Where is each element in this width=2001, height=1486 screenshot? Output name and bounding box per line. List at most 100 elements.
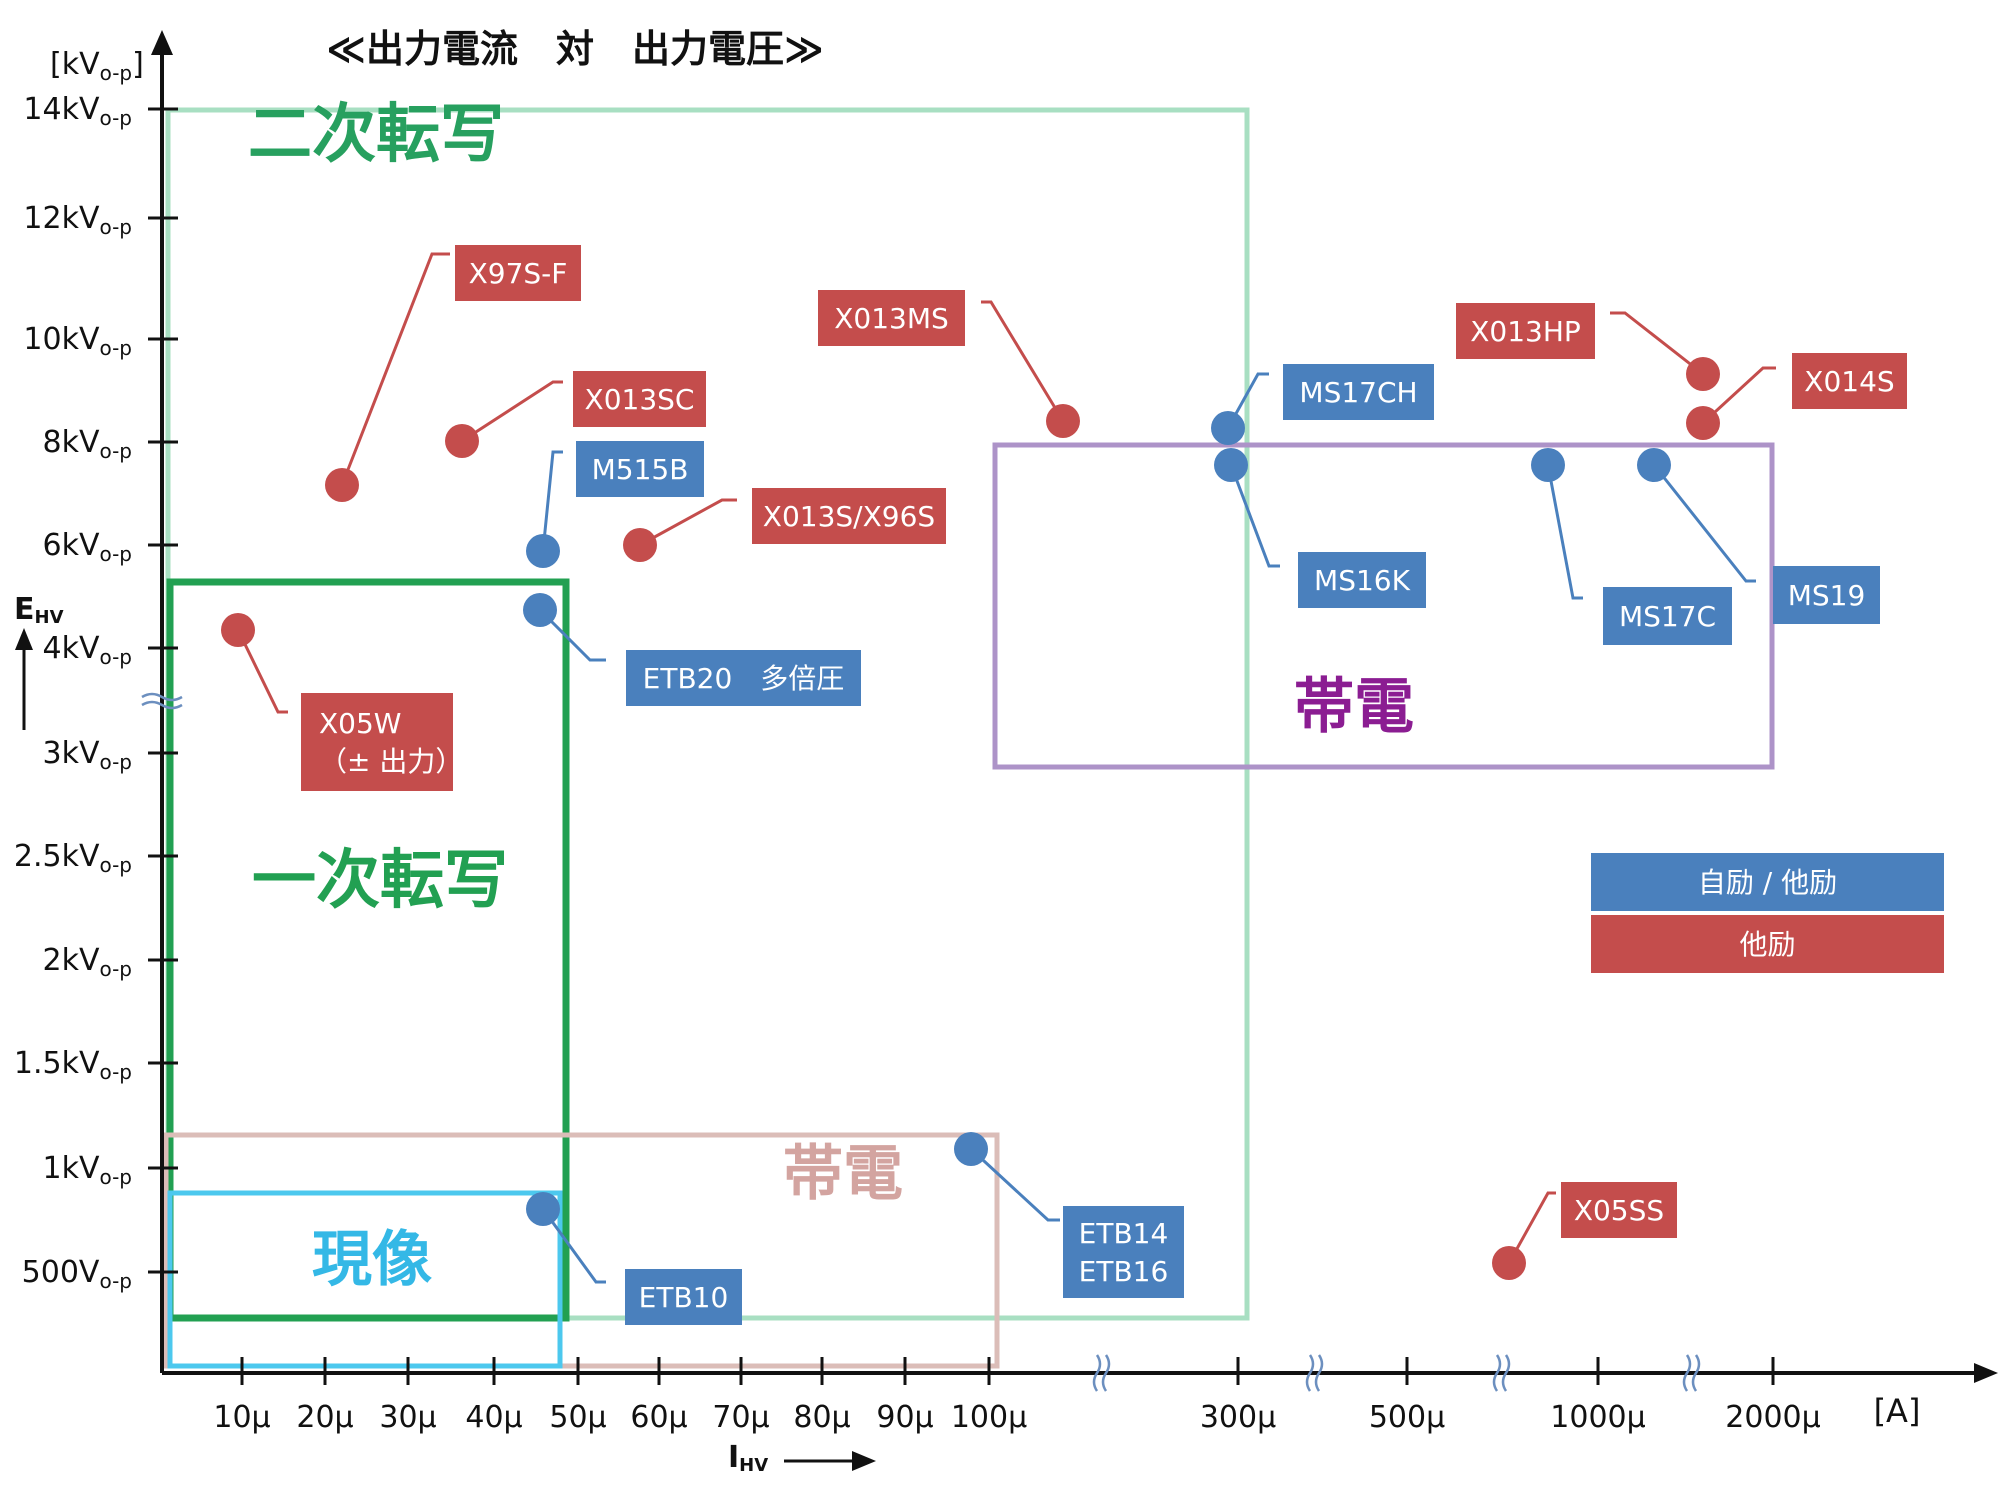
x-tick-label-3: 30μ (379, 1400, 436, 1435)
x-tick-label-9: 90μ (876, 1400, 933, 1435)
region-box-5 (992, 442, 1775, 770)
label-text-x05w-2: （± 出力） (319, 745, 463, 778)
x-break-stroke-b (1691, 1354, 1701, 1392)
x-tick-label-11: 300μ (1200, 1400, 1276, 1435)
y-axis-arrow (151, 30, 173, 55)
label-text-x05w-1: X05W (319, 707, 402, 740)
legend-label-1: 自励 / 他励 (1698, 866, 1837, 899)
y-break-stroke-a (141, 692, 183, 702)
x-break-stroke-a (1682, 1354, 1692, 1392)
x-tick-label-5: 50μ (549, 1400, 606, 1435)
label-text-x014s: X014S (1804, 365, 1894, 398)
leader-ms19 (1652, 464, 1756, 583)
label-text-x013ms: X013MS (834, 302, 949, 335)
leader-m515b (541, 450, 563, 552)
y-tick-label-8: 6kVo-p (42, 528, 132, 566)
x-tick-label-7: 70μ (712, 1400, 769, 1435)
point-etb20 (523, 593, 557, 627)
label-text-x013hp: X013HP (1470, 315, 1581, 348)
label-text-x05ss: X05SS (1574, 1194, 1664, 1227)
leader-x013sc (461, 380, 563, 443)
label-box-x05ss (1561, 1182, 1677, 1238)
x-axis-break-3 (1492, 1354, 1511, 1392)
region-label-1: 二次転写 (248, 98, 504, 172)
x-axis-break-4 (1682, 1354, 1701, 1392)
leader-x97s-f (340, 252, 450, 486)
leader-x013hp (1610, 311, 1704, 376)
point-x97s-f (325, 468, 359, 502)
x-tick-label-4: 40μ (465, 1400, 522, 1435)
region-box-3 (163, 1132, 1000, 1369)
x-break-stroke-b (1101, 1354, 1111, 1392)
label-box-ms19 (1773, 566, 1880, 624)
leader-etb14 (969, 1147, 1060, 1222)
point-etb14 (954, 1132, 988, 1166)
leader-etb10 (541, 1208, 606, 1284)
leaders-layer (236, 252, 1776, 1284)
region-label-2: 一次転写 (252, 844, 508, 918)
point-ms17ch (1211, 411, 1245, 445)
point-m515b (526, 534, 560, 568)
label-text-x013sc: X013SC (585, 383, 695, 416)
x-tick-label-10: 100μ (951, 1400, 1027, 1435)
x-axis-title: IHV (728, 1440, 768, 1476)
y-tick-label-6: 3kVo-p (42, 736, 132, 774)
y-tick-label-1: 500Vo-p (22, 1255, 132, 1293)
label-text-etb20: ETB20 多倍圧 (643, 662, 845, 695)
leader-x013s-x96s (639, 498, 737, 547)
label-text-x013s-x96s: X013S/X96S (763, 500, 935, 533)
label-text-etb14-2: ETB16 (1079, 1255, 1169, 1288)
point-etb10 (526, 1192, 560, 1226)
point-ms19 (1637, 448, 1671, 482)
y-axis-title-arrow-head (15, 628, 33, 650)
y-break-stroke-b (141, 700, 183, 710)
label-box-etb14 (1063, 1206, 1184, 1298)
label-box-x013sc (573, 371, 706, 427)
point-x013hp (1686, 357, 1720, 391)
x-tick-label-14: 2000μ (1725, 1400, 1820, 1435)
point-ms17c (1531, 448, 1565, 482)
x-tick-label-8: 80μ (793, 1400, 850, 1435)
x-axis-break-1 (1092, 1354, 1111, 1392)
y-tick-label-2: 1kVo-p (42, 1151, 132, 1189)
leader-ms17ch (1226, 372, 1269, 429)
label-box-ms16k (1298, 552, 1426, 608)
leader-ms17c (1546, 464, 1583, 600)
leader-ms16k (1229, 464, 1280, 568)
y-unit-label: [kVo-p] (50, 47, 144, 85)
y-axis-break (141, 692, 183, 710)
point-x05w (221, 613, 255, 647)
y-axis-title: EHV (14, 592, 64, 628)
point-ms16k (1214, 448, 1248, 482)
x-tick-label-6: 60μ (630, 1400, 687, 1435)
y-tick-label-3: 1.5kVo-p (14, 1046, 132, 1084)
point-x013ms (1046, 404, 1080, 438)
x-break-stroke-b (1314, 1354, 1324, 1392)
x-axis-arrow (1974, 1363, 1998, 1383)
region-label-3: 帯電 (783, 1139, 903, 1209)
point-x05ss (1492, 1246, 1526, 1280)
x-tick-label-12: 500μ (1369, 1400, 1445, 1435)
legend-swatch-2 (1591, 915, 1944, 973)
leader-etb20 (538, 608, 606, 662)
chart-title: ≪出力電流 対 出力電圧≫ (326, 27, 824, 71)
label-box-x013s-x96s (752, 488, 946, 544)
x-unit-label: [A] (1874, 1392, 1921, 1430)
label-box-ms17c (1603, 587, 1732, 645)
legend-swatch-1 (1591, 853, 1944, 911)
region-label-5: 帯電 (1294, 672, 1414, 742)
x-break-stroke-a (1092, 1354, 1102, 1392)
y-tick-label-12: 14kVo-p (23, 92, 132, 130)
x-tick-label-13: 1000μ (1550, 1400, 1645, 1435)
y-tick-label-4: 2kVo-p (42, 943, 132, 981)
label-text-etb14-1: ETB14 (1079, 1217, 1169, 1250)
label-box-etb20 (626, 650, 861, 706)
leader-x014s (1701, 366, 1776, 425)
x-break-stroke-a (1492, 1354, 1502, 1392)
leader-x05w (236, 629, 288, 714)
y-tick-label-9: 8kVo-p (42, 425, 132, 463)
label-box-x013ms (818, 290, 965, 346)
label-text-ms16k: MS16K (1314, 564, 1411, 597)
